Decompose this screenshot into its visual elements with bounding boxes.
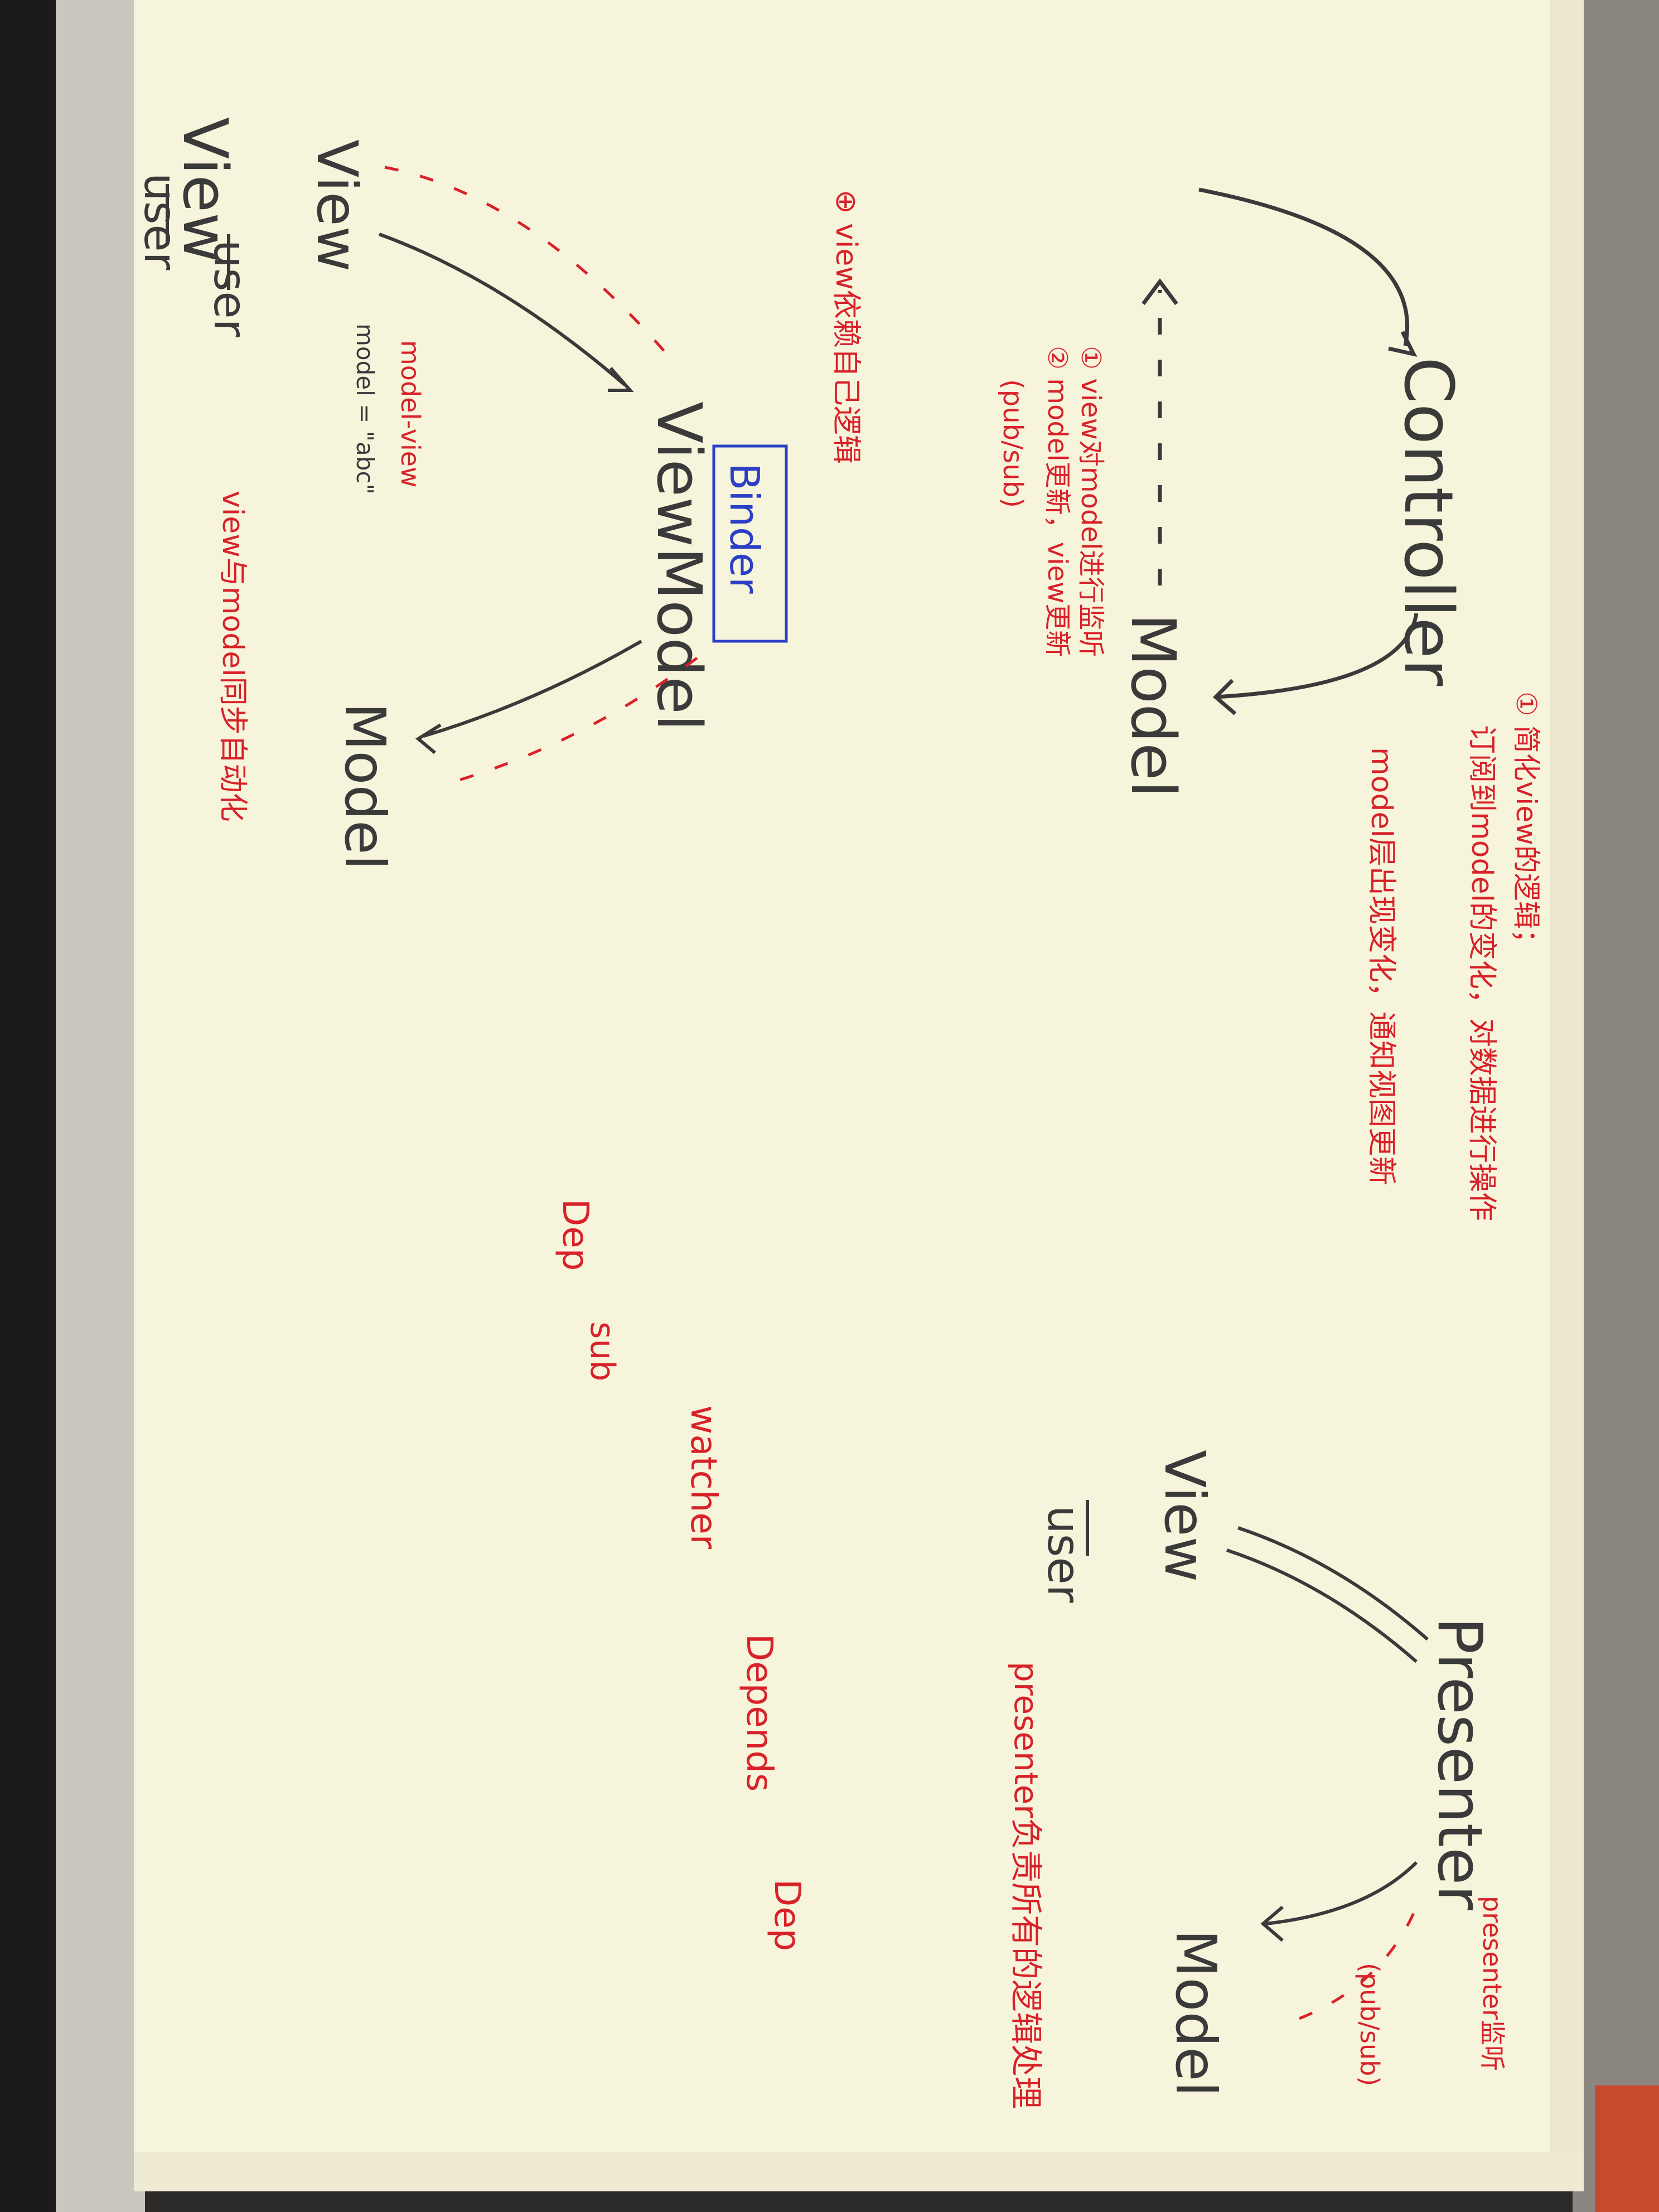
- mvp-dashed-model-presenter: [1299, 1906, 1418, 2020]
- flow-watcher: watcher: [683, 1405, 724, 1550]
- mvc-model-label: Model: [1118, 613, 1189, 797]
- middle-note-3: model层出现变化，通知视图更新: [1365, 747, 1398, 1185]
- middle-note-2: 订阅到model的变化，对数据进行操作: [1465, 725, 1498, 1221]
- mvvm-view-label: View: [304, 139, 370, 272]
- middle-notes: ① 简化view的逻辑； 订阅到model的变化，对数据进行操作 model层出…: [1365, 691, 1542, 1221]
- mvp-pubsub: (pub/sub): [1355, 1963, 1385, 2086]
- mvp-arrow-presenter-view: [1226, 1548, 1418, 1663]
- flow-dep: Dep: [554, 1199, 596, 1271]
- mvvm-binding-2: model = "abc": [351, 323, 379, 495]
- mvp-arrow-view-presenter: [1237, 1526, 1429, 1641]
- mvvm-diagram: View ViewModel Model user Binder model-v…: [204, 139, 788, 870]
- flow-sub: sub: [583, 1322, 622, 1381]
- mvvm-dashed-binding-top: [384, 166, 670, 358]
- mvp-note-presenter: presenter监听: [1477, 1896, 1507, 2071]
- mvc-controller-label: Controller: [1389, 357, 1467, 686]
- mvvm-arrow-view-viewmodel: [378, 233, 626, 386]
- flow-dep-end: Dep: [766, 1879, 807, 1951]
- mvc-note-2: ② model更新，view更新: [1042, 346, 1073, 657]
- mvc-note-4: ⊕ view依赖自己逻辑: [829, 190, 863, 464]
- mvc-note-1: ① view对model进行监听: [1075, 346, 1106, 657]
- mvvm-binding-1: model-view: [395, 340, 425, 488]
- right-book-edge: [1573, 0, 1659, 2212]
- mvp-presenter-label: Presenter: [1424, 1617, 1496, 1910]
- mvp-model-label: Model: [1163, 1929, 1228, 2097]
- middle-note-1: ① 简化view的逻辑；: [1510, 691, 1542, 957]
- mvp-view-label: View: [1152, 1450, 1217, 1582]
- mvvm-binder-label: Binder: [721, 463, 768, 594]
- mvp-note-logic: presenter负责所有的逻辑处理: [1007, 1662, 1045, 2109]
- mvc-note-3: (pub/sub): [997, 379, 1028, 508]
- mvp-arrow-presenter-model: [1265, 1861, 1418, 1925]
- watcher-flow: Dep sub watcher Depends Dep: [554, 1199, 807, 1951]
- mvvm-model-label: Model: [332, 703, 398, 870]
- mvvm-arrow-viewmodel-model: [423, 640, 642, 738]
- mvc-user-label: user: [134, 173, 186, 270]
- mvc-arrow-controller-model: [1215, 613, 1419, 699]
- mvvm-note: view与model同步自动化: [216, 491, 249, 822]
- mvvm-dashed-binding-bottom: [457, 656, 698, 782]
- mvp-user-label: user: [1038, 1506, 1090, 1603]
- mvc-diagram: View Controller Model user ① view对model进…: [134, 117, 1467, 797]
- notebook-page: [134, 0, 1584, 2191]
- mvc-arrow-view-controller: [1198, 187, 1410, 346]
- flow-depends: Depends: [738, 1634, 780, 1792]
- mvvm-viewmodel-label: ViewModel: [644, 401, 715, 731]
- page-stack: [56, 0, 145, 2212]
- mvvm-binder-box: [712, 444, 788, 643]
- mvp-diagram: View Presenter Model user (pub/sub) pres…: [1007, 1450, 1507, 2109]
